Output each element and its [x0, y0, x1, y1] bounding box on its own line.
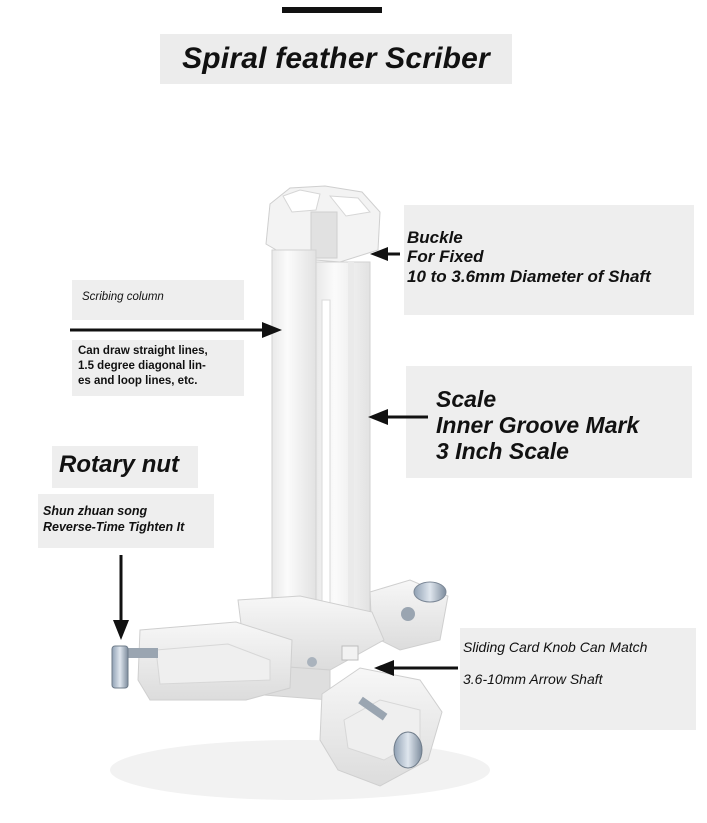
rotary-nut-heading: Rotary nut: [59, 451, 179, 478]
scribing-column: [271, 249, 371, 651]
scale-panel: [406, 366, 692, 478]
rear-arm: [369, 579, 449, 651]
scale-label: Scale Inner Groove Mark 3 Inch Scale: [436, 386, 639, 464]
top-divider-bar: [282, 7, 382, 13]
scribing-heading-panel: [72, 280, 244, 320]
rotary-nut-desc: Shun zhuan song Reverse-Time Tighten It: [43, 503, 184, 535]
left-arm: [111, 621, 293, 701]
scribing-column-desc: Can draw straight lines, 1.5 degree diag…: [78, 344, 208, 389]
rotary-heading-panel: [52, 446, 198, 488]
buckle-line1: Buckle: [407, 228, 463, 247]
buckle-label: Buckle For Fixed 10 to 3.6mm Diameter of…: [407, 228, 651, 287]
buckle-line2: For Fixed: [407, 247, 484, 266]
buckle-cap: [265, 185, 381, 263]
product-title: Spiral feather Scriber: [182, 42, 490, 75]
sliding-card-panel: [460, 628, 696, 730]
front-arm: [319, 667, 443, 787]
ground-shadow: [110, 740, 490, 800]
scribing-desc-panel: [72, 340, 244, 396]
scale-line2: Inner Groove Mark: [436, 412, 640, 438]
scribing-column-heading: Scribing column: [82, 291, 164, 303]
sliding-card-line2: 3.6-10mm Arrow Shaft: [463, 671, 603, 687]
rotary-desc-line1: Shun zhuan song: [43, 504, 148, 518]
scribing-desc-line2: 1.5 degree diagonal lin-: [78, 360, 206, 372]
title-background: [160, 34, 512, 84]
rotary-desc-line2: Reverse-Time Tighten It: [43, 520, 185, 534]
scale-line3: 3 Inch Scale: [436, 438, 569, 464]
scale-line1: Scale: [436, 386, 497, 412]
scribing-desc-line1: Can draw straight lines,: [78, 345, 208, 357]
rotary-desc-panel: [38, 494, 214, 548]
inner-groove: [321, 299, 331, 623]
sliding-card-line1: Sliding Card Knob Can Match: [463, 639, 648, 655]
buckle-line3: 10 to 3.6mm Diameter of Shaft: [407, 267, 651, 286]
rotary-nut-knob: [111, 645, 129, 689]
buckle-panel: [404, 205, 694, 315]
annotation-arrows: [70, 247, 458, 676]
scribing-desc-line3: es and loop lines, etc.: [78, 375, 198, 387]
